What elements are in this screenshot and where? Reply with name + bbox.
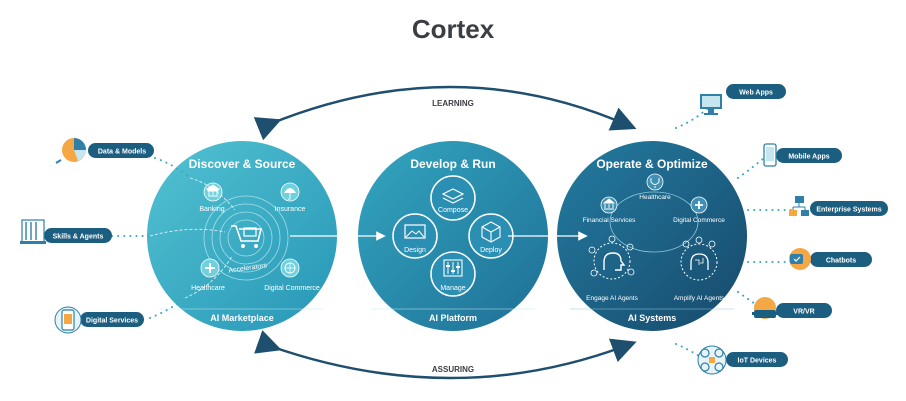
output-enterprise-systems: Enterprise Systems (789, 196, 888, 216)
circle-heading: Operate & Optimize (596, 157, 708, 171)
layers-icon (441, 188, 465, 204)
mobile-phone-icon (54, 306, 82, 334)
drone-icon (697, 345, 727, 375)
pie-chart-icon (55, 138, 86, 164)
output-iot-devices: IoT Devices (697, 345, 788, 375)
smartphone-icon (763, 143, 777, 167)
input-digital-services: Digital Services (54, 306, 144, 334)
sliders-icon (443, 259, 463, 277)
develop-run-circle: Develop & Run Compose Design Deploy Mana… (358, 141, 548, 331)
bank-icon (203, 182, 223, 202)
brain-head-icon (588, 235, 635, 280)
bank-icon (600, 196, 618, 214)
amplify-ai-agents-label: Amplify AI Agents (674, 295, 725, 302)
output-vr: VR/VR (752, 297, 832, 319)
input-data-models: Data & Models (55, 138, 154, 164)
cube-icon (481, 221, 501, 243)
output-web-apps: Web Apps (700, 84, 786, 115)
pill-label: Chatbots (826, 258, 856, 265)
pill-label: IoT Devices (738, 358, 777, 365)
umbrella-icon (280, 182, 300, 202)
insurance-label: Insurance (275, 206, 306, 213)
circuit-head-icon (680, 236, 718, 281)
operate-optimize-circle: Operate & Optimize Healthcare Financial … (557, 141, 747, 331)
globe-icon (280, 258, 300, 278)
digital-commerce-label: Digital Commerce (264, 285, 320, 292)
banking-label: Banking (199, 206, 224, 213)
medical-plus-icon (200, 258, 220, 278)
image-icon (404, 224, 426, 239)
vr-headset-icon (752, 297, 778, 319)
circle-heading: Develop & Run (410, 157, 495, 171)
design-label: Design (404, 247, 426, 254)
circle-heading: Discover & Source (189, 157, 296, 171)
medical-plus-icon (690, 196, 708, 214)
pill-label: Web Apps (739, 90, 773, 97)
page-title: Cortex (411, 14, 495, 44)
learning-label: LEARNING (432, 99, 474, 108)
financial-services-label: Financial Services (583, 217, 636, 224)
circle-footer: AI Marketplace (210, 313, 274, 323)
deploy-label: Deploy (480, 247, 502, 254)
assuring-label: ASSURING (432, 365, 474, 374)
assuring-arc (254, 330, 637, 380)
circle-footer: AI Systems (628, 313, 677, 323)
chatbot-icon (789, 248, 811, 270)
monitor-icon (700, 94, 722, 115)
output-mobile-apps: Mobile Apps (763, 143, 842, 167)
output-chatbots: Chatbots (789, 248, 872, 270)
pill-label: Enterprise Systems (816, 207, 881, 214)
pill-label: Data & Models (98, 149, 146, 156)
pill-label: Mobile Apps (788, 154, 829, 161)
learning-arc (253, 85, 637, 141)
healthcare-label: Healthcare (639, 194, 671, 201)
healthcare-label: Healthcare (191, 285, 225, 292)
compose-label: Compose (438, 207, 468, 214)
input-skills-agents: Skills & Agents (20, 219, 112, 244)
stethoscope-icon (646, 173, 664, 191)
pill-label: Skills & Agents (53, 234, 104, 241)
engage-ai-agents-label: Engage AI Agents (586, 295, 638, 302)
circle-footer: AI Platform (429, 313, 477, 323)
manage-label: Manage (440, 285, 465, 292)
digital-commerce-label: Digital Commerce (673, 217, 725, 224)
cart-icon (231, 225, 263, 248)
discover-source-circle: Discover & Source Banking Insurance Acce… (147, 141, 337, 331)
network-icon (789, 196, 809, 216)
pill-label: VR/VR (793, 309, 814, 316)
toolbox-icon (20, 219, 46, 244)
pill-label: Digital Services (86, 318, 138, 325)
